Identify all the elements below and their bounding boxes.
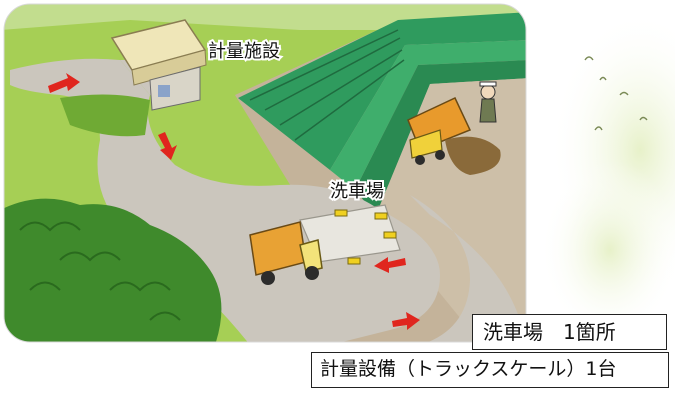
- dump-truck: [407, 97, 501, 175]
- car-wash-label: 洗車場: [330, 181, 384, 202]
- truck-washing: [249, 221, 323, 285]
- weighing-facility-label: 計量施設: [208, 41, 280, 62]
- panel-border: [3, 3, 527, 343]
- car-wash-pad: [299, 204, 401, 265]
- worker-figure: [479, 81, 497, 123]
- direction-arrows: [48, 73, 420, 330]
- weighing-facility-building: [110, 19, 207, 111]
- weighing-equipment-caption: 計量設備（トラックスケール）1台: [311, 352, 669, 388]
- main-illustration: [4, 4, 526, 342]
- car-wash-count-caption: 洗車場 1箇所: [472, 314, 667, 350]
- tree-cluster: [4, 198, 222, 342]
- background-faint-scene: [540, 10, 675, 340]
